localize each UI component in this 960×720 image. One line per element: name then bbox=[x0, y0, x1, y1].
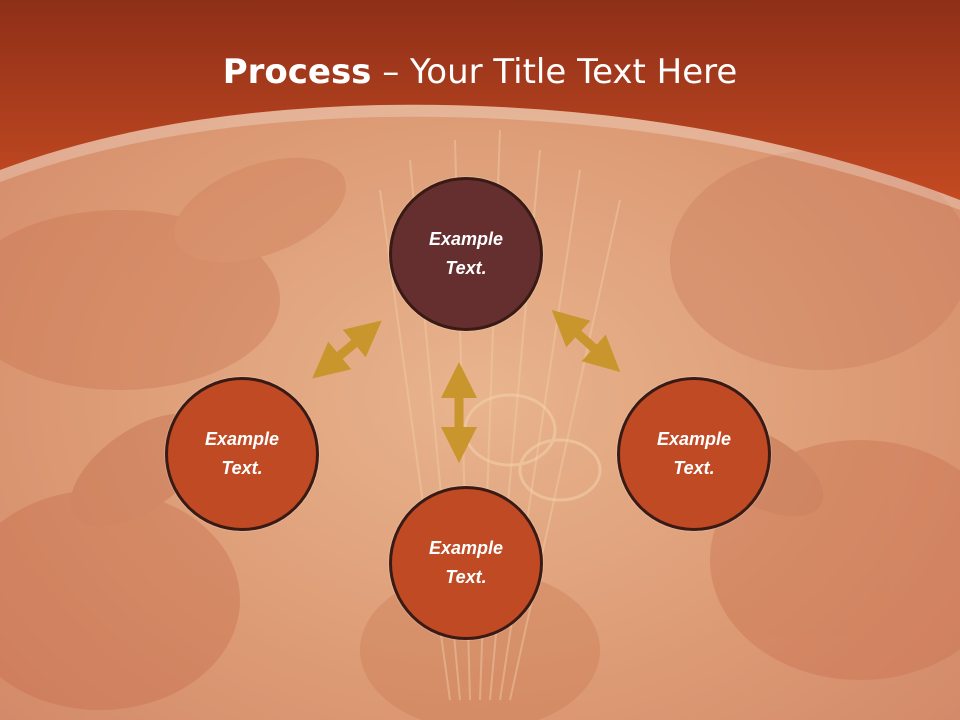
title-rest-part: – Your Title Text Here bbox=[371, 52, 738, 92]
node-label-line1: Example bbox=[656, 429, 732, 449]
arrow-left-top bbox=[312, 320, 382, 379]
node-label-line1: Example bbox=[204, 429, 280, 449]
node-label-line1: Example bbox=[428, 538, 504, 558]
arrow-top-right bbox=[551, 309, 621, 373]
title-bold-part: Process bbox=[222, 52, 372, 92]
node-label-line2: Text. bbox=[445, 567, 487, 587]
slide-title: Process – Your Title Text Here bbox=[0, 52, 960, 92]
node-label-line2: Text. bbox=[673, 458, 715, 478]
node-label-line2: Text. bbox=[445, 258, 487, 278]
node-label-line2: Text. bbox=[221, 458, 263, 478]
node-label-line1: Example bbox=[428, 229, 504, 249]
